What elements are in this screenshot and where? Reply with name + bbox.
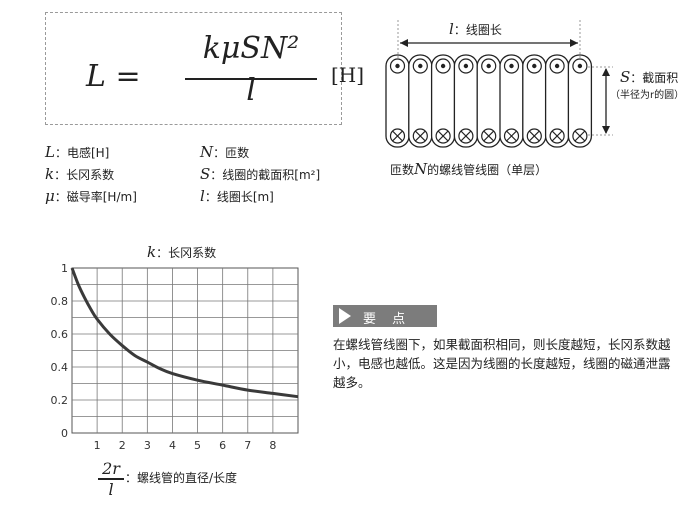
y-tick-label: 0.4: [51, 361, 69, 374]
keypoint-badge-label: 要 点: [363, 312, 412, 327]
x-tick-label: 2: [119, 439, 126, 452]
coil-area-note: （半径为r的圆）: [610, 90, 685, 101]
legend-S: S：线圈的截面积[m²]: [200, 165, 321, 183]
formula-box: L = kμSN² l [H]: [45, 12, 364, 125]
current-cross-icon: [551, 130, 563, 142]
legend-mu: μ：磁导率[H/m]: [45, 187, 137, 205]
current-cross-icon: [574, 130, 586, 142]
current-cross-icon: [415, 130, 426, 142]
keypoint-badge: 要 点: [333, 305, 437, 327]
x-tick-labels: 1 2 3 4 5 6 7 8: [94, 439, 277, 452]
coil-turns: [385, 54, 593, 148]
formula-fraction: kμSN² l: [181, 31, 321, 108]
length-arrow-head-left: [400, 39, 408, 47]
legend-N: N：匝数: [200, 143, 250, 161]
y-tick-label: 0.8: [51, 295, 69, 308]
current-cross-icon: [483, 130, 494, 142]
x-tick-label: 6: [219, 439, 226, 452]
coil-diagram: [385, 20, 613, 148]
coil-length-label: l：线圈长: [446, 20, 505, 38]
current-dot-icon: [532, 63, 537, 69]
x-axis-fraction: 2r l: [98, 460, 124, 498]
area-arrow-head-top: [602, 68, 610, 76]
nagaoka-chart: 0 0.2 0.4 0.6 0.8 1 1 2 3 4 5 6 7 8: [51, 262, 299, 452]
current-dot-icon: [509, 63, 514, 69]
formula-lhs: L =: [86, 59, 141, 94]
x-tick-label: 1: [94, 439, 101, 452]
y-tick-label: 0.2: [51, 394, 69, 407]
chart-grid: [71, 267, 299, 434]
current-cross-icon: [437, 130, 449, 142]
length-arrow-head-right: [570, 39, 578, 47]
keypoint-text: 在螺线管线圈下，如果截面积相同，则长度越短，长冈系数越小，电感也越低。这是因为线…: [333, 337, 671, 390]
y-tick-label: 1: [61, 262, 68, 275]
nagaoka-curve: [70, 267, 299, 399]
legend-L: L：电感[H]: [45, 143, 110, 161]
current-dot-icon: [577, 63, 583, 69]
fraction-bar: [185, 78, 317, 80]
x-tick-label: 8: [269, 439, 276, 452]
y-tick-labels: 0 0.2 0.4 0.6 0.8 1: [51, 262, 69, 440]
x-axis-denominator: l: [108, 479, 114, 499]
current-dot-icon: [395, 63, 400, 69]
coil-area-label: S：截面积: [620, 68, 679, 86]
formula-denominator: l: [246, 73, 256, 108]
current-cross-icon: [460, 130, 472, 142]
x-tick-label: 4: [169, 439, 176, 452]
formula-unit: [H]: [331, 63, 365, 87]
x-tick-label: 3: [144, 439, 151, 452]
chart-title: k：长冈系数: [147, 243, 217, 261]
current-dot-icon: [463, 63, 469, 69]
legend-l: l：线圈长[m]: [200, 187, 274, 205]
legend-k: k：长冈系数: [45, 165, 115, 183]
current-dot-icon: [554, 63, 560, 69]
area-arrow-head-bottom: [602, 126, 610, 134]
y-tick-label: 0: [61, 427, 68, 440]
coil-turn: [567, 54, 593, 148]
coil-caption: 匝数N的螺线管线圈（单层）: [390, 160, 548, 178]
current-dot-icon: [486, 63, 491, 69]
current-dot-icon: [440, 63, 446, 69]
y-tick-label: 0.6: [51, 328, 69, 341]
x-tick-label: 5: [194, 439, 201, 452]
x-tick-label: 7: [244, 439, 251, 452]
x-axis-fraction-bar: [98, 478, 124, 480]
formula-numerator: kμSN²: [202, 31, 300, 66]
play-arrow-icon: [339, 308, 351, 324]
current-cross-icon: [506, 130, 517, 142]
current-cross-icon: [392, 130, 403, 142]
current-dot-icon: [418, 63, 423, 69]
x-axis-label: ：螺线管的直径/长度: [125, 471, 238, 485]
current-cross-icon: [529, 130, 540, 142]
x-axis-numerator: 2r: [102, 459, 120, 478]
